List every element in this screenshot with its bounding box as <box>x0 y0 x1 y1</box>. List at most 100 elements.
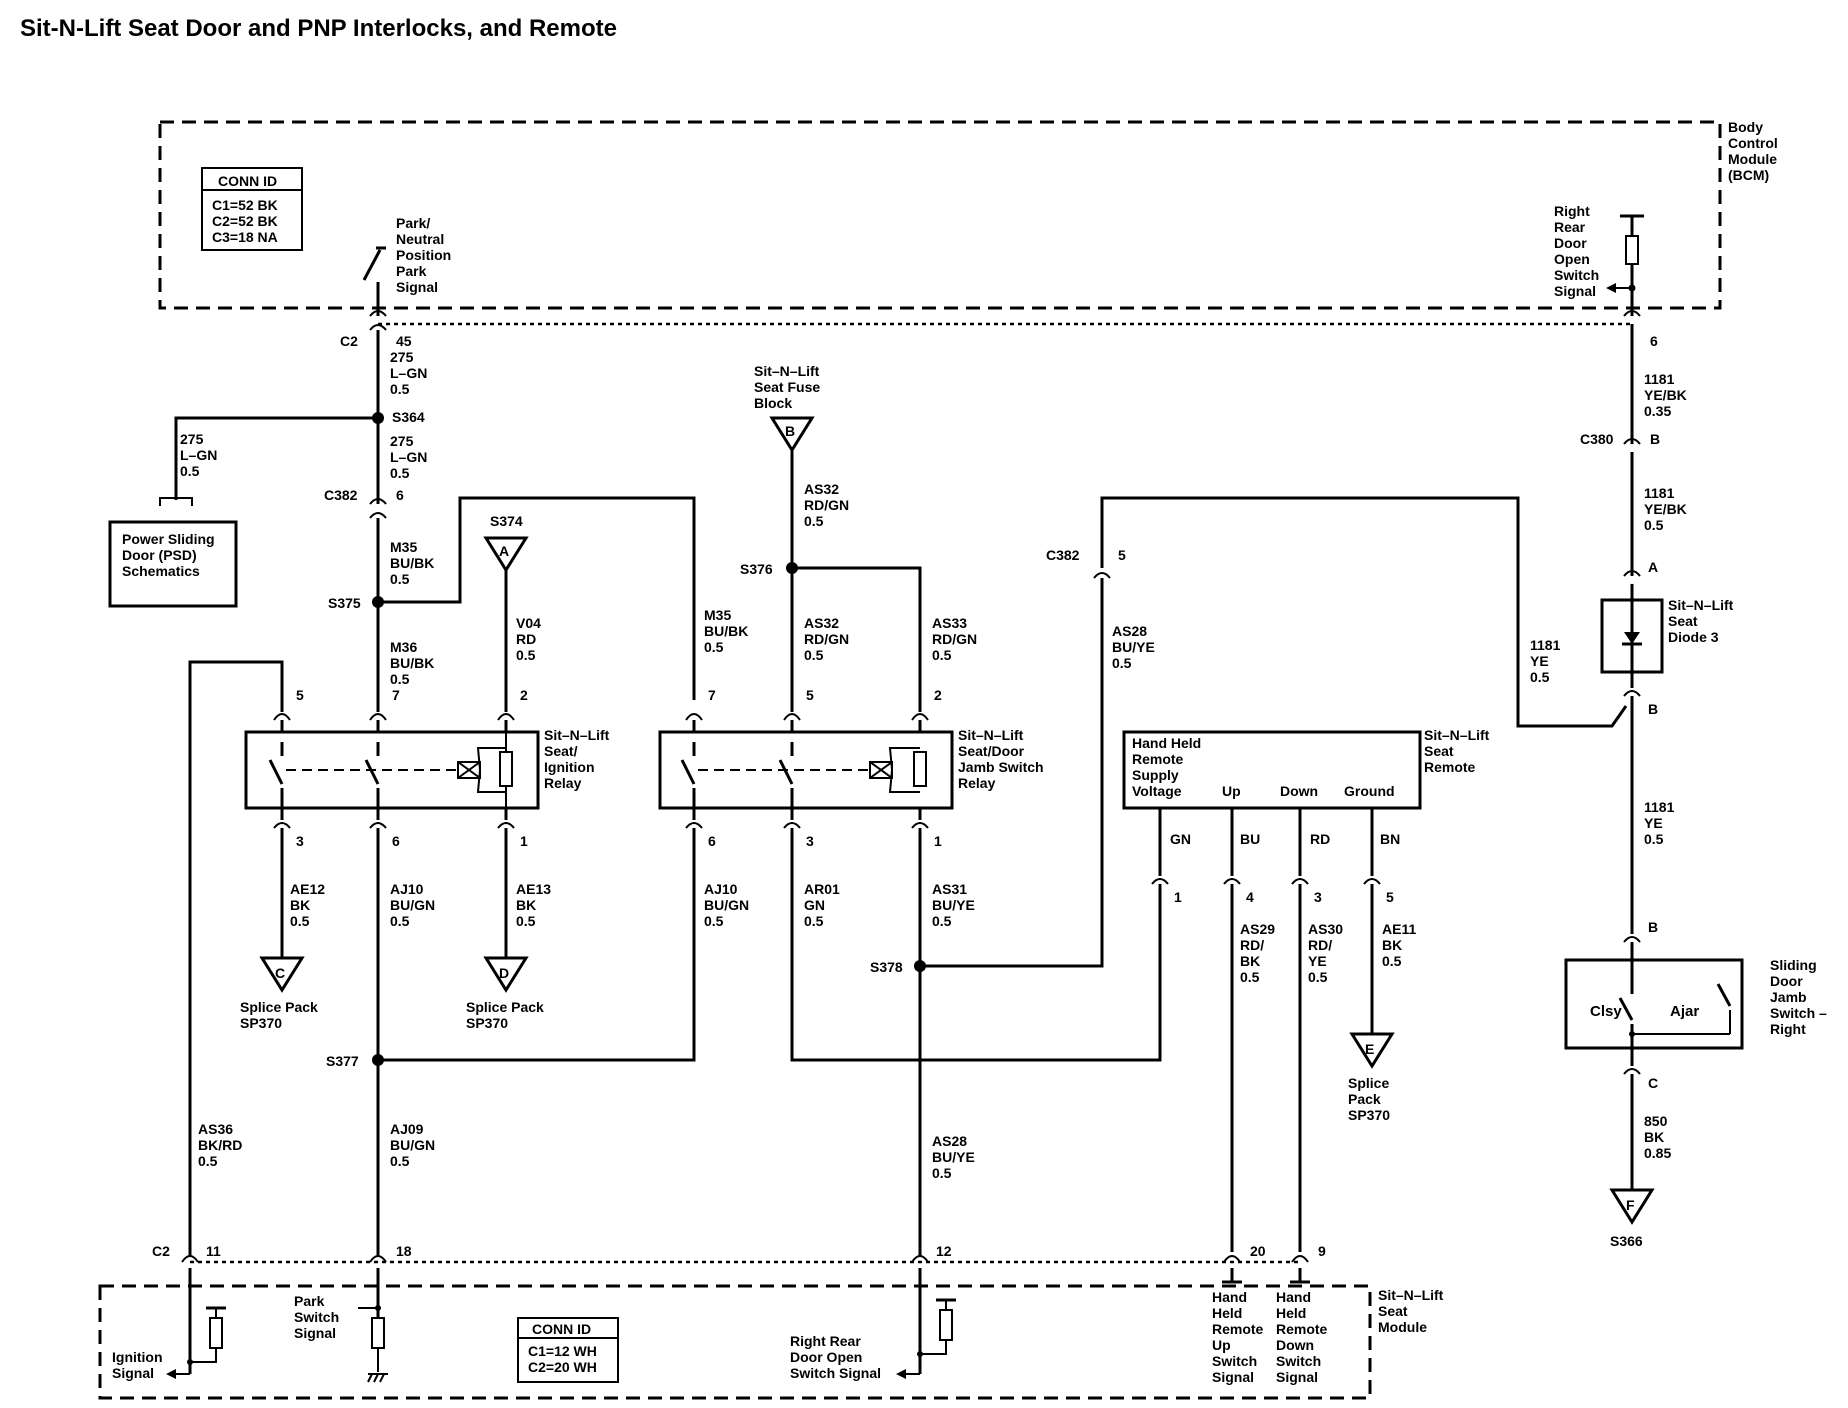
s377-label: S377 <box>326 1053 359 1069</box>
wire-ae12-label: AE12 BK 0.5 <box>290 881 329 929</box>
ign-relay-pin-5: 5 <box>296 687 304 703</box>
ign-relay-pin-6: 6 <box>392 833 400 849</box>
remote-wire-rd: RD <box>1310 831 1330 847</box>
svg-text:Hand Held Remote S: Hand Held Remote Supply Voltage <box>1132 735 1205 799</box>
svg-text:CONN ID: CONN ID <box>218 173 277 189</box>
wire-as32-a-label: AS32 RD/GN 0.5 <box>804 481 853 529</box>
jamb-relay-pin-7: 7 <box>708 687 716 703</box>
jamb-switch-relay <box>658 700 1162 1256</box>
jamb-relay-label: Sit–N–Lift Seat/Door Jamb Switch Relay <box>958 727 1047 791</box>
s376-label: S376 <box>740 561 773 577</box>
wire-aj10-b-label: AJ10 BU/GN 0.5 <box>704 881 753 929</box>
pin-6-c382-label: 6 <box>396 487 404 503</box>
pin-9-label: 9 <box>1318 1243 1326 1259</box>
ignition-signal-label: Ignition Signal <box>112 1349 166 1381</box>
fuse-block-label: Sit–N–Lift Seat Fuse Block <box>754 363 824 411</box>
pnp-switch-icon <box>362 246 386 281</box>
remote-wire-bu: BU <box>1240 831 1260 847</box>
bcm-module: Body Control Module (BCM) CONN ID C1=52 … <box>158 119 1782 310</box>
ignition-relay <box>244 700 540 1256</box>
as36-wire <box>188 660 284 1256</box>
bcm-pullup-resistor-icon <box>1606 214 1644 308</box>
wire-as30-label: AS30 RD/ YE 0.5 <box>1308 921 1347 985</box>
jamb-relay-pin-3: 3 <box>806 833 814 849</box>
remote-wire-gn: GN <box>1170 831 1191 847</box>
svg-text:B: B <box>785 423 795 439</box>
jamb-relay-pin-1: 1 <box>934 833 942 849</box>
diode-pin-b-label: B <box>1648 701 1658 717</box>
svg-text:D: D <box>499 965 509 981</box>
wire-as36-label: AS36 BK/RD 0.5 <box>198 1121 246 1169</box>
pin-20-label: 20 <box>1250 1243 1266 1259</box>
c2-top-label: C2 <box>340 333 358 349</box>
wire-275-left-label: 275 L–GN 0.5 <box>180 431 221 479</box>
wire-ae13-label: AE13 BK 0.5 <box>516 881 555 929</box>
pin-6-bcm-label: 6 <box>1650 333 1658 349</box>
remote-signal-stubs <box>1222 1268 1310 1284</box>
remote-pin-3: 3 <box>1314 889 1322 905</box>
switch-closed-label: Clsy <box>1590 1003 1622 1020</box>
wire-ae11-label: AE11 BK 0.5 <box>1382 921 1420 969</box>
bcm-label: Body Control Module (BCM) <box>1728 119 1782 183</box>
svg-text:C2=52 BK: C2=52 BK <box>212 213 278 229</box>
sliding-door-jamb-switch: Clsy Ajar <box>1564 958 1744 1050</box>
svg-text:A: A <box>499 543 509 559</box>
c382-right-label: C382 <box>1046 547 1080 563</box>
psd-schematics-box: Power Sliding Door (PSD) Schematics <box>108 520 238 608</box>
wire-1181-c-label: 1181 YE 0.5 <box>1530 637 1564 685</box>
s378-label: S378 <box>870 959 903 975</box>
seat-module: Sit–N–Lift Seat Module CONN ID C1=12 WH … <box>98 1268 1447 1400</box>
wire-as31-label: AS31 BU/YE 0.5 <box>932 881 979 929</box>
pin-18-label: 18 <box>396 1243 412 1259</box>
s378-splice <box>914 960 926 972</box>
wire-275-mid-label: 275 L–GN 0.5 <box>390 433 431 481</box>
remote-pin-5: 5 <box>1386 889 1394 905</box>
svg-text:Power Sliding Door (PSD): Power Sliding Door (PSD) Schematics <box>122 531 218 579</box>
jamb-relay-pin-5: 5 <box>806 687 814 703</box>
c382-left-label: C382 <box>324 487 358 503</box>
splice-pack-c: C <box>259 956 305 993</box>
rr-door-open-circuit <box>896 1268 956 1379</box>
wire-m35-a-label: M35 BU/BK 0.5 <box>390 539 438 587</box>
wire-as32-b-label: AS32 RD/GN 0.5 <box>804 615 853 663</box>
remote-up-signal-label: Hand Held Remote Up Switch Signal <box>1212 1289 1267 1385</box>
wire-m35-b-label: M35 BU/BK 0.5 <box>704 607 752 655</box>
splice-pack-e: E <box>1349 1032 1395 1069</box>
ign-relay-pin-1: 1 <box>520 833 528 849</box>
svg-text:C: C <box>275 965 285 981</box>
wire-1181-a-label: 1181 YE/BK 0.35 <box>1644 371 1691 419</box>
wire-275-top-label: 275 L–GN 0.5 <box>390 349 431 397</box>
pnp-wire-path <box>369 282 387 700</box>
ign-relay-pin-7: 7 <box>392 687 400 703</box>
seat-remote-box: Hand Held Remote Supply Voltage Up Down … <box>1122 730 1422 1252</box>
svg-text:C3=18 NA: C3=18 NA <box>212 229 278 245</box>
pin-11-label: 11 <box>206 1243 221 1259</box>
seat-module-conn-id-table: CONN ID C1=12 WH C2=20 WH <box>517 1317 619 1383</box>
wire-as33-label: AS33 RD/GN 0.5 <box>932 615 981 663</box>
pin-12-label: 12 <box>936 1243 952 1259</box>
svg-text:Ground: Ground <box>1344 783 1395 799</box>
remote-pin-4: 4 <box>1246 889 1254 905</box>
rr-door-open-signal-label: Right Rear Door Open Switch Signal <box>790 1333 881 1381</box>
ignition-relay-label: Sit–N–Lift Seat/ Ignition Relay <box>544 727 613 791</box>
ign-relay-pin-2: 2 <box>520 687 528 703</box>
wire-ar01-label: AR01 GN 0.5 <box>804 881 844 929</box>
right-column-wiring <box>1623 308 1641 1190</box>
pnp-park-signal-label: Park/ Neutral Position Park Signal <box>396 215 455 295</box>
diode-pin-a-label: A <box>1648 559 1658 575</box>
wire-850-label: 850 BK 0.85 <box>1644 1113 1671 1161</box>
remote-down-signal-label: Hand Held Remote Down Switch Signal <box>1276 1289 1331 1385</box>
ground-ref-f: F <box>1609 1188 1655 1225</box>
wire-as29-label: AS29 RD/ BK 0.5 <box>1240 921 1279 985</box>
c380-label: C380 <box>1580 431 1614 447</box>
s377-wiring <box>372 828 696 1066</box>
switch-ajar-label: Ajar <box>1670 1003 1699 1020</box>
svg-text:Down: Down <box>1280 783 1318 799</box>
wire-aj09-label: AJ09 BU/GN 0.5 <box>390 1121 439 1169</box>
svg-text:E: E <box>1365 1041 1374 1057</box>
rr-door-signal-label: Right Rear Door Open Switch Signal <box>1554 203 1603 299</box>
ign-relay-pin-3: 3 <box>296 833 304 849</box>
c2-bottom-label: C2 <box>152 1243 170 1259</box>
psd-branch-wire <box>159 416 378 506</box>
seat-module-label: Sit–N–Lift Seat Module <box>1378 1287 1447 1335</box>
